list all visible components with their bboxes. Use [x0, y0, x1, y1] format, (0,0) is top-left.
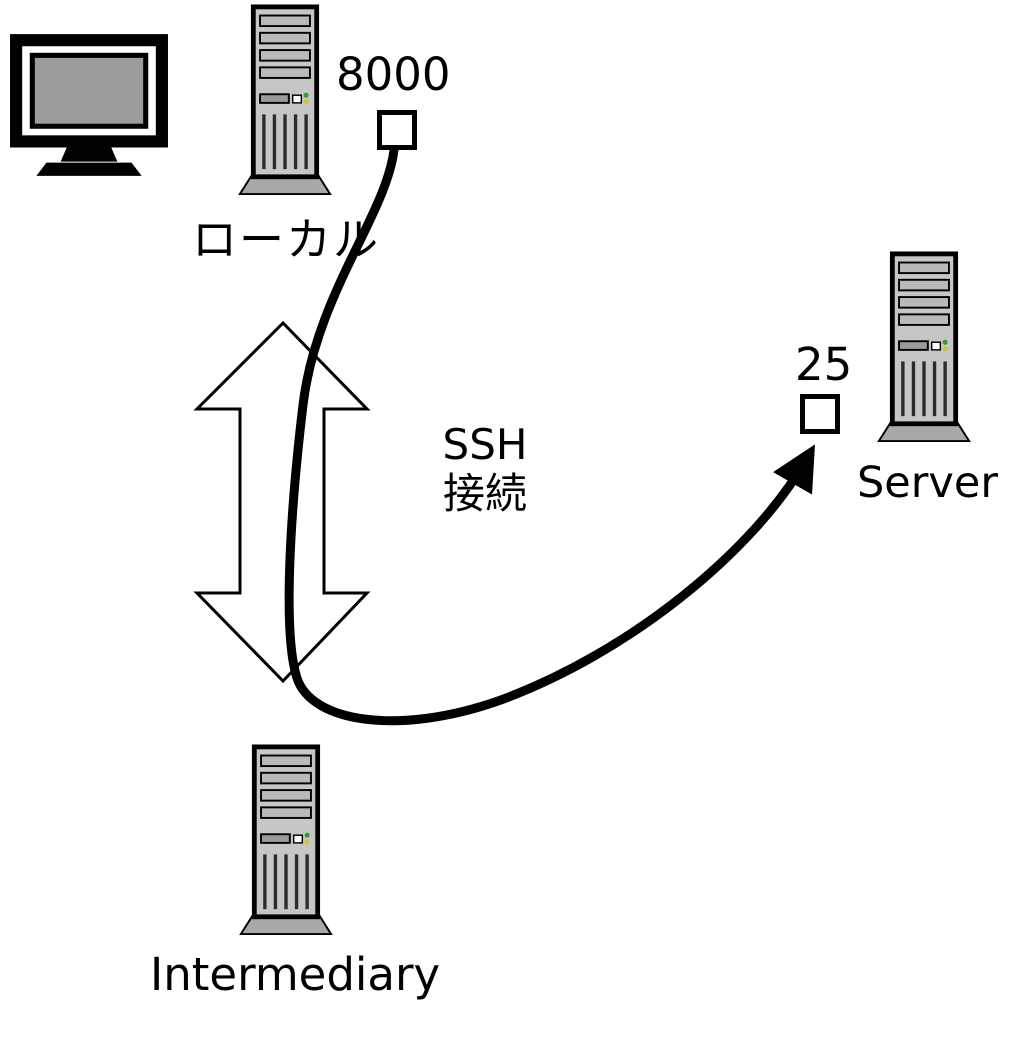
double-arrow-icon	[193, 320, 371, 684]
local-port-box	[377, 110, 417, 150]
tunnel-arrow-icon	[284, 145, 815, 726]
ssh-label-line2: 接続	[442, 469, 527, 518]
server-port-box	[800, 394, 840, 434]
local-computer-icon	[237, 3, 333, 197]
intermediary-computer-icon	[238, 743, 334, 937]
server-port-label: 25	[795, 338, 853, 391]
ssh-label-line1: SSH	[442, 420, 528, 469]
server-label: Server	[857, 458, 999, 508]
intermediary-label: Intermediary	[150, 948, 441, 1001]
local-port-label: 8000	[336, 48, 451, 101]
monitor-icon	[8, 32, 170, 184]
local-label: ローカル	[192, 213, 381, 266]
server-computer-icon	[876, 248, 972, 446]
ssh-connection-label: SSH 接続	[425, 420, 545, 518]
